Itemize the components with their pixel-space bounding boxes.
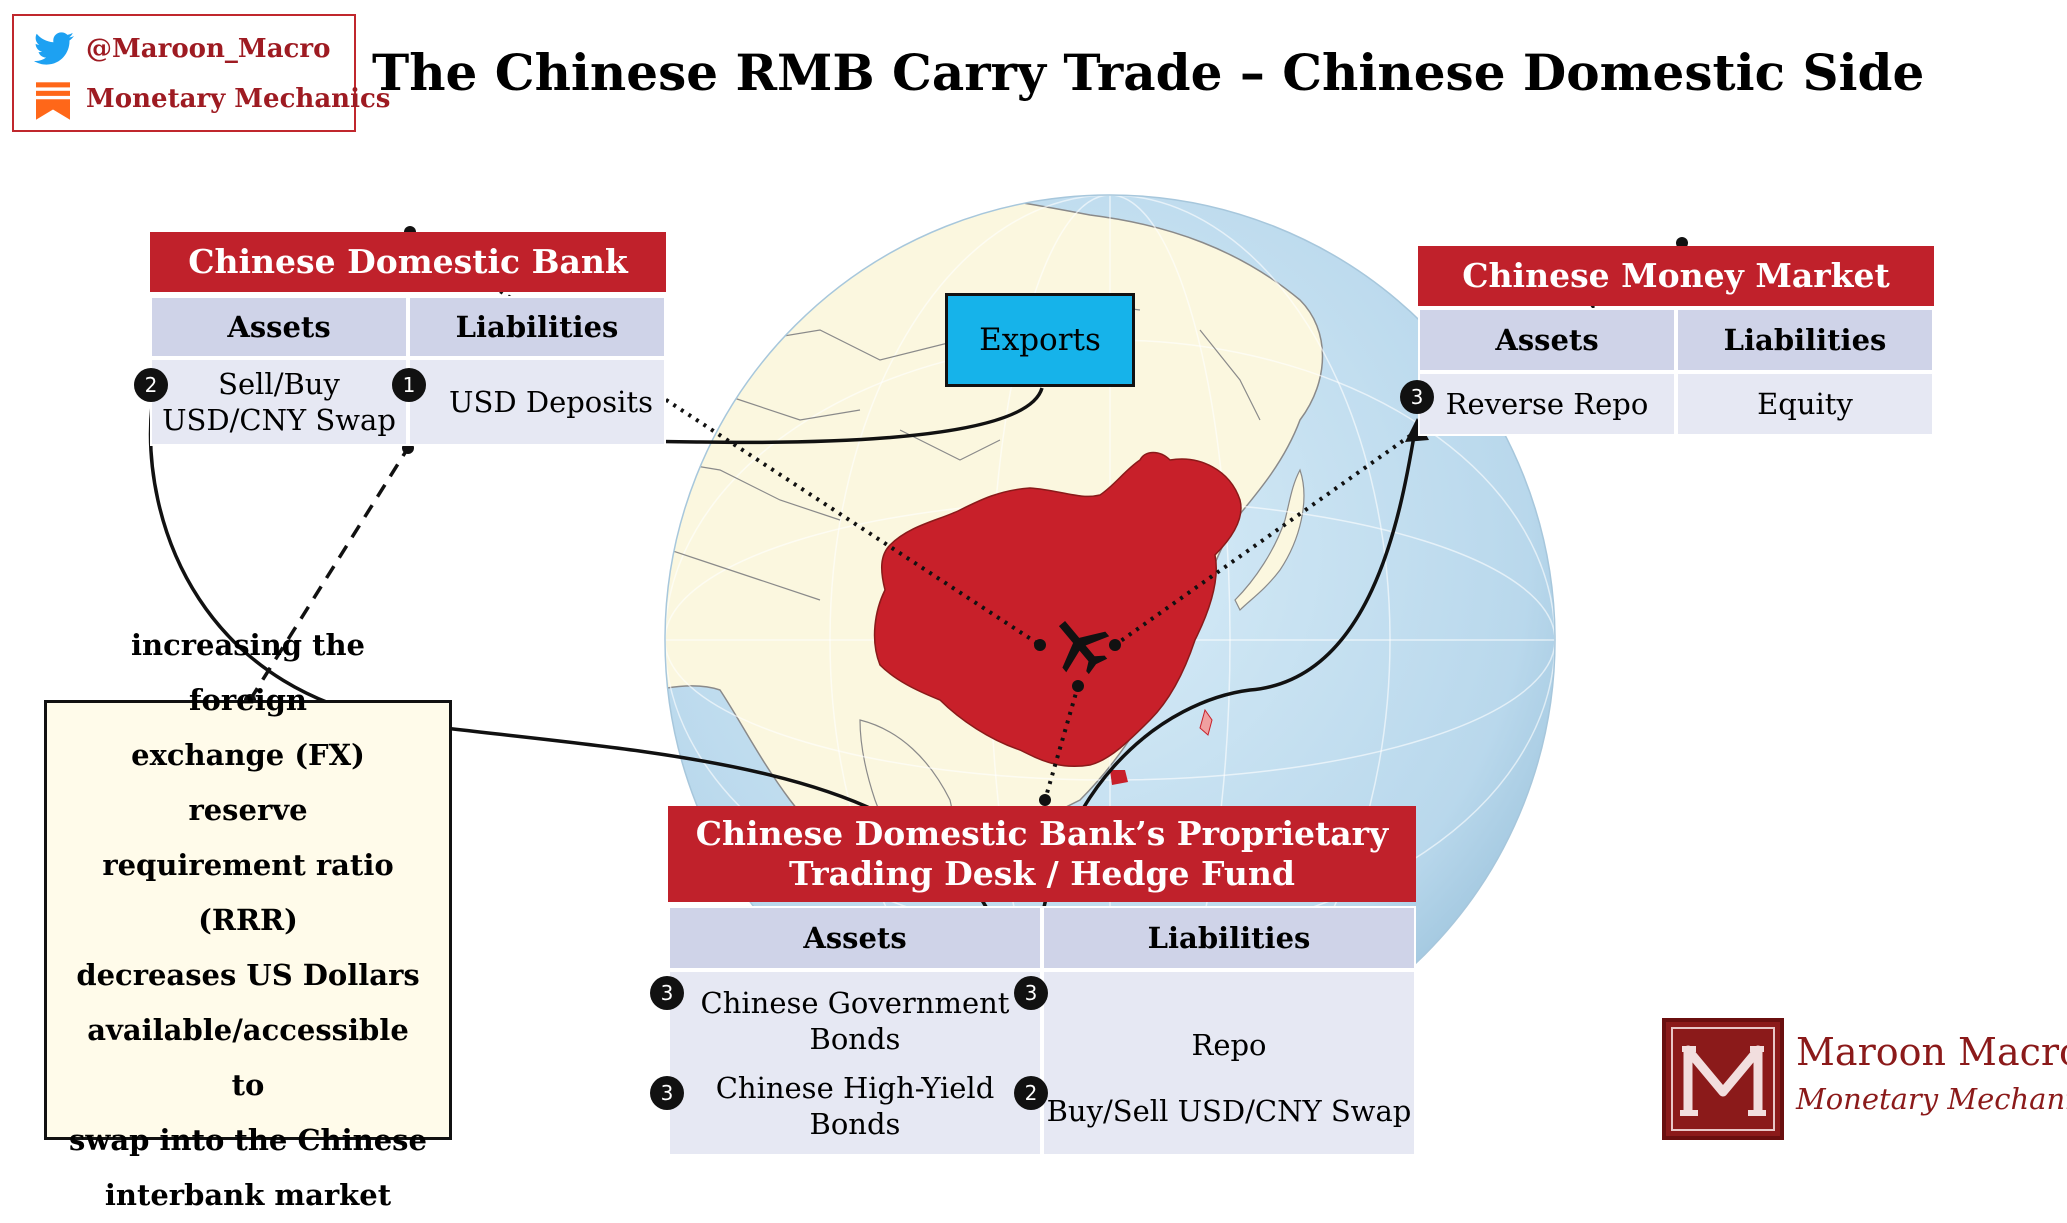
- rrr-note-box: increasing the foreign exchange (FX) res…: [44, 628, 452, 1212]
- substack-row: Monetary Mechanics: [14, 74, 390, 124]
- step-badge-prop-liability1: 3: [1014, 976, 1048, 1010]
- step-badge-prop-asset1: 3: [650, 976, 684, 1010]
- mmf-asset-reverse-repo: Reverse Repo: [1418, 372, 1676, 436]
- step-badge-prop-asset2: 3: [650, 1076, 684, 1110]
- taiwan-island: [1199, 708, 1213, 736]
- logo-name: Maroon Macro: [1796, 1030, 2067, 1074]
- prop-asset2-line2: Bonds: [809, 1106, 901, 1141]
- note-line-4: decreases US Dollars: [76, 957, 420, 992]
- prop-asset1-line2: Bonds: [809, 1021, 901, 1056]
- hainan-island: [1110, 770, 1128, 785]
- airplane-icon: [1058, 620, 1110, 675]
- logo-tagline: Monetary Mechanics: [1796, 1082, 2067, 1116]
- prop-asset-govt-bonds: Chinese Government Bonds: [701, 985, 1010, 1057]
- note-line-5: available/accessible to: [87, 1012, 409, 1102]
- prop-asset2-line1: Chinese High-Yield: [715, 1070, 995, 1105]
- prop-assets-header: Assets: [668, 906, 1042, 970]
- step-badge-prop-liability2: 2: [1014, 1076, 1048, 1110]
- twitter-handle[interactable]: @Maroon_Macro: [86, 34, 331, 64]
- prop-liabilities-header: Liabilities: [1042, 906, 1416, 970]
- bank-asset-swap: Sell/Buy USD/CNY Swap: [150, 358, 408, 446]
- note-line-7: interbank market: [104, 1177, 392, 1212]
- note-line-3: requirement ratio (RRR): [102, 847, 394, 937]
- prop-title-line1: Chinese Domestic Bank’s Proprietary: [695, 814, 1389, 853]
- prop-asset1-line1: Chinese Government: [700, 985, 1010, 1020]
- exports-box: Exports: [945, 293, 1135, 387]
- twitter-icon: [34, 32, 74, 65]
- note-line-2: exchange (FX) reserve: [131, 737, 365, 827]
- mmf-liabilities-header: Liabilities: [1676, 308, 1934, 372]
- brand-box: @Maroon_Macro Monetary Mechanics: [12, 14, 390, 132]
- step-badge-bank-asset: 2: [134, 368, 168, 402]
- substack-icon: [36, 82, 70, 120]
- monogram-m-icon: [1671, 1027, 1775, 1131]
- prop-assets-cell: Chinese Government Bonds Chinese High-Yi…: [668, 970, 1042, 1156]
- prop-table-title: Chinese Domestic Bank’s Proprietary Trad…: [668, 806, 1416, 902]
- bank-liability-text: USD Deposits: [449, 385, 653, 419]
- bank-liabilities-header: Liabilities: [408, 296, 666, 358]
- dotted-flows: [408, 230, 1684, 801]
- bank-asset-line2: USD/CNY Swap: [162, 403, 396, 437]
- page-title: The Chinese RMB Carry Trade – Chinese Do…: [372, 43, 1925, 102]
- bank-table-title: Chinese Domestic Bank: [150, 232, 666, 292]
- prop-liability-swap: Buy/Sell USD/CNY Swap: [1046, 1094, 1412, 1128]
- mmf-assets-header: Assets: [1418, 308, 1676, 372]
- bank-assets-header: Assets: [150, 296, 408, 358]
- step-badge-bank-liability: 1: [392, 368, 426, 402]
- newsletter-name[interactable]: Monetary Mechanics: [86, 84, 391, 114]
- prop-liabilities-cell: Repo Buy/Sell USD/CNY Swap: [1042, 970, 1416, 1156]
- prop-title-line2: Trading Desk / Hedge Fund: [789, 854, 1295, 893]
- mmf-liability-equity: Equity: [1676, 372, 1934, 436]
- maroon-macro-logo: [1662, 1018, 1784, 1140]
- note-line-6: swap into the Chinese: [69, 1122, 427, 1157]
- twitter-row: @Maroon_Macro: [14, 24, 354, 74]
- prop-asset-high-yield-bonds: Chinese High-Yield Bonds: [716, 1070, 995, 1142]
- japan-land: [1234, 468, 1305, 612]
- bank-asset-line1: Sell/Buy: [218, 367, 340, 401]
- note-line-1: increasing the foreign: [130, 627, 365, 717]
- bank-liability-deposits: USD Deposits: [408, 358, 666, 446]
- step-badge-mmf-asset: 3: [1400, 380, 1434, 414]
- dashed-note-link: [248, 447, 410, 701]
- prop-liability-repo: Repo: [1191, 1028, 1267, 1062]
- mmf-table-title: Chinese Money Market Fund: [1418, 246, 1934, 355]
- china-country: [873, 451, 1242, 768]
